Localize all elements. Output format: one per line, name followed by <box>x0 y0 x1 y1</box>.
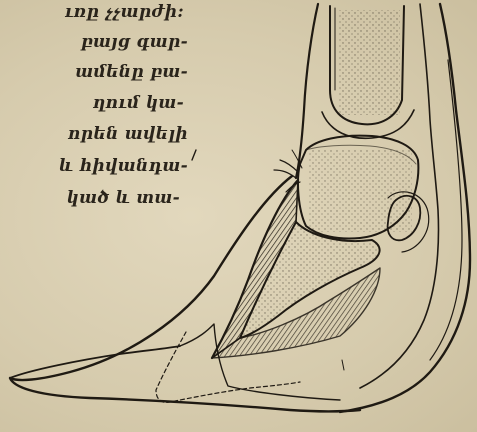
hoof-illustration <box>0 0 477 432</box>
scanned-page: ւռը չչարժի: բայց գար- ամենը բա- ղում կա-… <box>0 0 477 432</box>
